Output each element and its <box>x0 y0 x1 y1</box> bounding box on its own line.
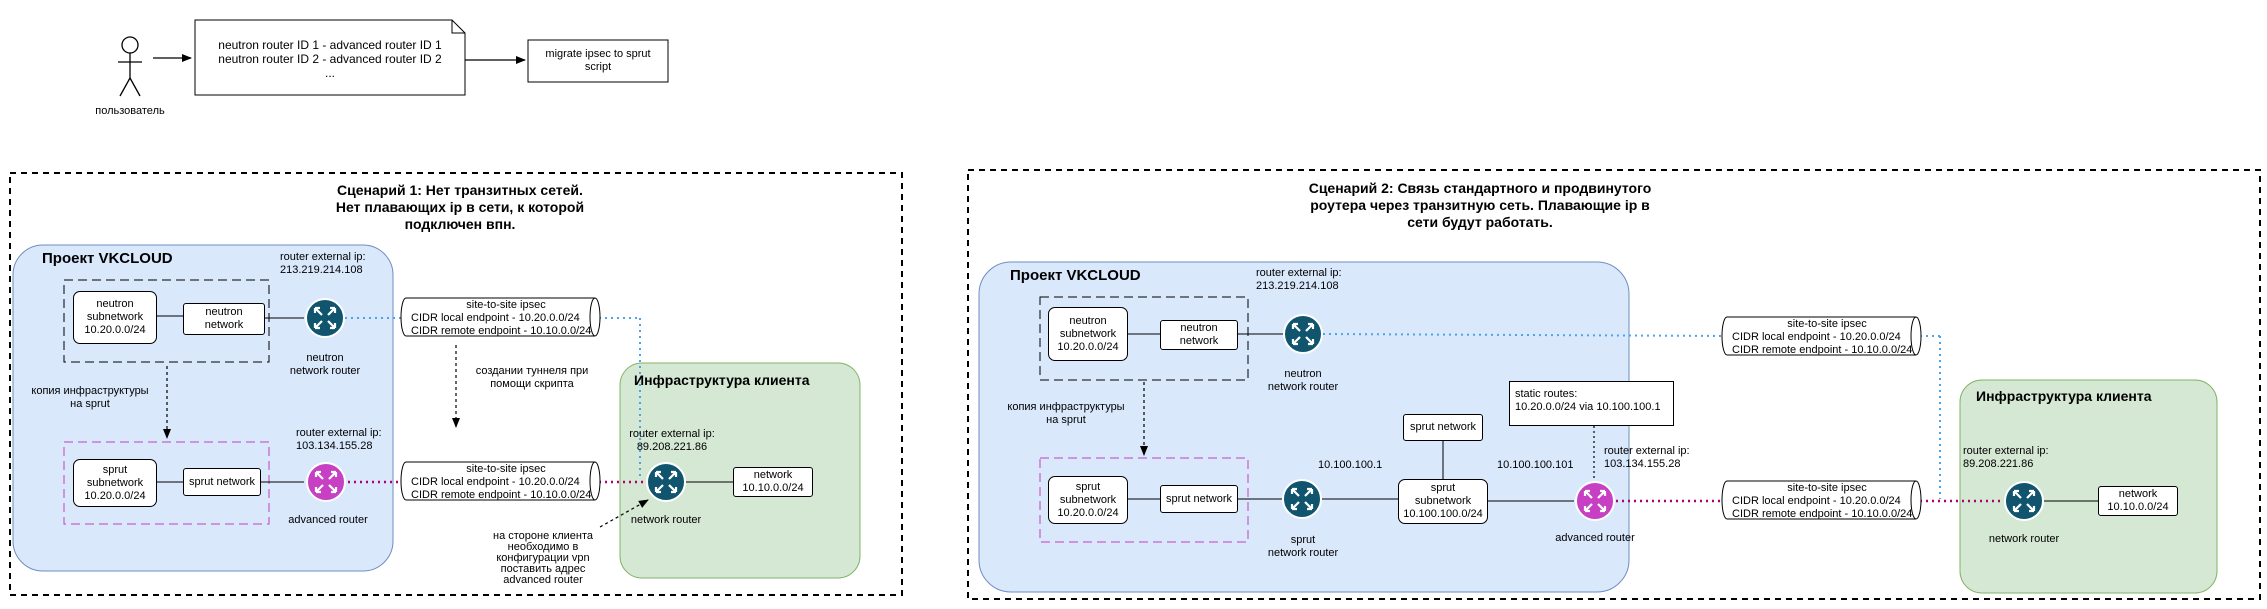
s2-sprut-router-icon <box>1282 479 1322 519</box>
s2-ipsec1: site-to-site ipsec CIDR local endpoint -… <box>1727 318 1922 357</box>
s1-sprut-network: sprut network <box>183 468 261 496</box>
s2-static-routes: static routes: 10.20.0.0/24 via 10.100.1… <box>1509 381 1674 426</box>
mapping-note-line-3: ... <box>324 66 335 80</box>
s2-sprut-subnetwork: sprut subnetwork 10.20.0.0/24 <box>1048 476 1128 524</box>
s2-advanced-router-ip: router external ip: 103.134.155.28 <box>1604 445 1690 470</box>
s2-ipsec2-local: CIDR local endpoint - 10.20.0.0/24 <box>1732 495 1901 507</box>
s2-client-router-label: network router <box>1988 532 2060 545</box>
s2-transit-subnetwork: sprut subnetwork 10.100.100.0/24 <box>1398 479 1488 524</box>
s1-neutron-router-icon <box>305 298 345 338</box>
s2-transit-ip-left: 10.100.100.1 <box>1318 459 1383 471</box>
scenario1-frame <box>9 172 903 596</box>
s1-advanced-router-ip: router external ip: 103.134.155.28 <box>296 427 382 452</box>
s2-ipsec1-tunnel-shape <box>1721 316 1922 356</box>
mapping-note-shape <box>194 19 466 96</box>
s1-ipsec2: site-to-site ipsec CIDR local endpoint -… <box>406 463 601 502</box>
s1-ipsec2-tunnel-shape <box>400 461 601 501</box>
s2-client-router-ip: router external ip: 89.208.221.86 <box>1963 445 2049 470</box>
s1-tunnel-note: создании туннеля при помощи скрипта <box>475 365 589 390</box>
s2-client-container <box>1959 379 2218 594</box>
s2-ipsec1-local: CIDR local endpoint - 10.20.0.0/24 <box>1732 331 1901 343</box>
s2-neutron-router-icon <box>1283 314 1323 354</box>
s2-ipsec1-remote: CIDR remote endpoint - 10.10.0.0/24 <box>1732 344 1913 356</box>
s2-transit-network: sprut network <box>1403 414 1483 441</box>
s1-ipsec2-remote: CIDR remote endpoint - 10.10.0.0/24 <box>411 489 592 501</box>
s2-sprut-group <box>1039 457 1249 543</box>
s1-client-note: на стороне клиента необходимо в конфигур… <box>493 529 593 586</box>
script-box <box>527 39 669 83</box>
mapping-note-line-1: neutron router ID 1 - advanced router ID… <box>218 38 442 52</box>
s2-neutron-group <box>1039 296 1249 381</box>
s1-ipsec1-local: CIDR local endpoint - 10.20.0.0/24 <box>411 312 580 324</box>
s1-ipsec1: site-to-site ipsec CIDR local endpoint -… <box>406 299 601 338</box>
mapping-note: neutron router ID 1 - advanced router ID… <box>195 38 465 80</box>
actor-label: пользователь <box>95 104 165 117</box>
s1-sprut-group <box>63 441 270 525</box>
scenario2-frame <box>967 169 2261 600</box>
s1-neutron-router-label: neutron network router <box>289 352 361 377</box>
s2-neutron-router-label: neutron network router <box>1267 368 1339 393</box>
s1-client-network: network 10.10.0.0/24 <box>733 467 813 497</box>
s1-ipsec2-caption: site-to-site ipsec <box>466 463 546 475</box>
s2-client-title: Инфраструктура клиента <box>1976 388 2152 404</box>
script-label: migrate ipsec to sprut script <box>545 48 651 73</box>
s2-client-network: network 10.10.0.0/24 <box>2098 486 2178 516</box>
s2-ipsec2: site-to-site ipsec CIDR local endpoint -… <box>1727 482 1922 521</box>
s2-sprut-router-label: sprut network router <box>1267 534 1339 559</box>
s1-client-router-label: network router <box>630 513 702 526</box>
s1-client-router-icon <box>646 462 686 502</box>
s1-title: Сценарий 1: Нет транзитных сетей. Нет пл… <box>335 182 585 232</box>
s1-neutron-subnetwork: neutron subnetwork 10.20.0.0/24 <box>73 291 157 344</box>
s2-client-router-icon <box>2004 481 2044 521</box>
s2-copy-label: копия инфраструктуры на sprut <box>1007 401 1125 426</box>
s1-ipsec1-caption: site-to-site ipsec <box>466 299 546 311</box>
s2-neutron-to-ipsec-link <box>1322 333 1728 337</box>
s1-advanced-router-icon <box>306 462 346 502</box>
s2-ipsec2-caption: site-to-site ipsec <box>1787 482 1867 494</box>
mapping-note-line-2: neutron router ID 2 - advanced router ID… <box>218 52 442 66</box>
s2-title: Сценарий 2: Связь стандартного и продвин… <box>1308 180 1652 230</box>
s2-ipsec1-caption: site-to-site ipsec <box>1787 318 1867 330</box>
s1-client-title: Инфраструктура клиента <box>634 372 810 388</box>
s1-copy-label: копия инфраструктуры на sprut <box>31 385 149 410</box>
s2-sprut-network: sprut network <box>1160 485 1238 513</box>
s2-ipsec2-remote: CIDR remote endpoint - 10.10.0.0/24 <box>1732 508 1913 520</box>
s1-ipsec1-remote: CIDR remote endpoint - 10.10.0.0/24 <box>411 325 592 337</box>
s1-sprut-subnetwork: sprut subnetwork 10.20.0.0/24 <box>73 459 157 507</box>
s1-client-router-ip: router external ip: 89.208.221.86 <box>629 428 715 453</box>
s2-neutron-router-ip: router external ip: 213.219.214.108 <box>1256 267 1342 292</box>
user-actor-icon <box>118 36 142 97</box>
s2-transit-ip-right: 10.100.100.101 <box>1497 459 1574 471</box>
s2-advanced-router-label: advanced router <box>1555 531 1635 544</box>
s2-project-title: Проект VKCLOUD <box>1010 267 1141 284</box>
s1-neutron-network: neutron network <box>183 303 265 335</box>
s1-ipsec1-tunnel-shape <box>400 297 601 337</box>
s2-neutron-subnetwork: neutron subnetwork 10.20.0.0/24 <box>1048 307 1128 361</box>
s2-ipsec2-tunnel-shape <box>1721 480 1922 520</box>
s1-project-title: Проект VKCLOUD <box>42 250 173 267</box>
s1-neutron-router-ip: router external ip: 213.219.214.108 <box>280 251 366 276</box>
s2-advanced-router-icon <box>1575 481 1615 521</box>
s1-advanced-router-label: advanced router <box>288 513 368 526</box>
s2-neutron-network: neutron network <box>1160 320 1238 350</box>
s1-neutron-group <box>63 279 270 363</box>
s1-ipsec2-local: CIDR local endpoint - 10.20.0.0/24 <box>411 476 580 488</box>
